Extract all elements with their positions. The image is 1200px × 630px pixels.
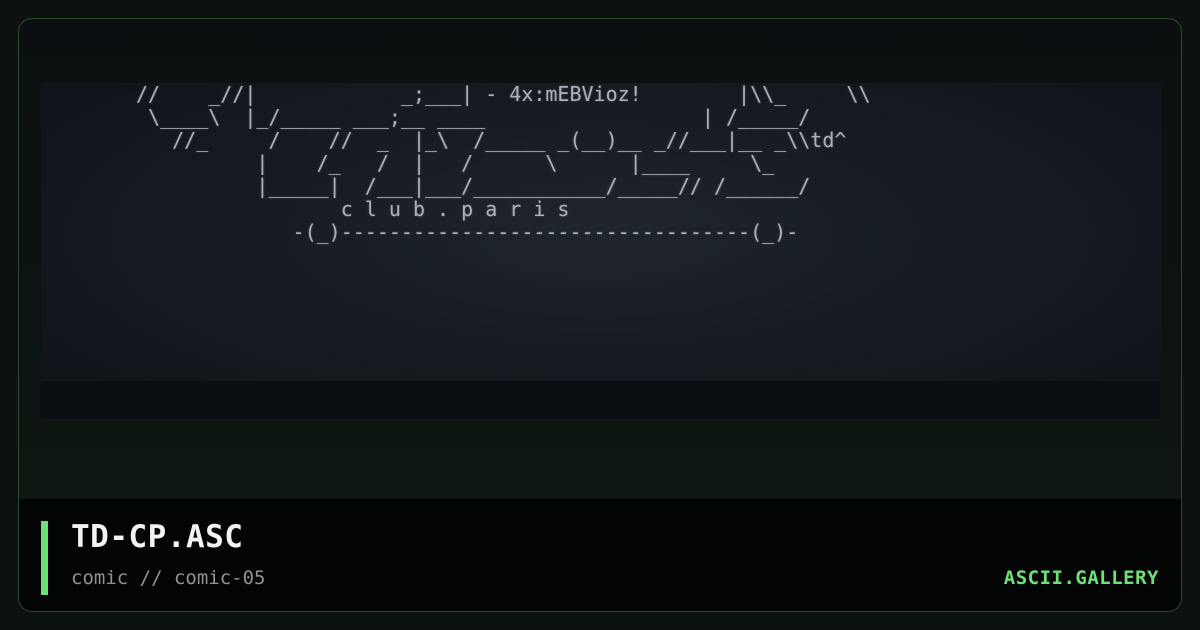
site-brand: ASCII.GALLERY bbox=[1003, 567, 1159, 589]
preview-card[interactable]: // _//| _;___| - 4x:mEBVioz! |\\_ \\ \__… bbox=[18, 18, 1182, 612]
ascii-art: // _//| _;___| - 4x:mEBVioz! |\\_ \\ \__… bbox=[136, 83, 871, 244]
artwork-category: comic // comic-05 bbox=[71, 567, 266, 589]
artwork-title: TD-CP.ASC bbox=[71, 519, 244, 555]
ascii-preview: // _//| _;___| - 4x:mEBVioz! |\\_ \\ \__… bbox=[41, 83, 1161, 419]
card-footer: TD-CP.ASC comic // comic-05 ASCII.GALLER… bbox=[19, 499, 1181, 611]
preview-shadow-band bbox=[41, 381, 1161, 419]
accent-bar bbox=[41, 521, 48, 595]
